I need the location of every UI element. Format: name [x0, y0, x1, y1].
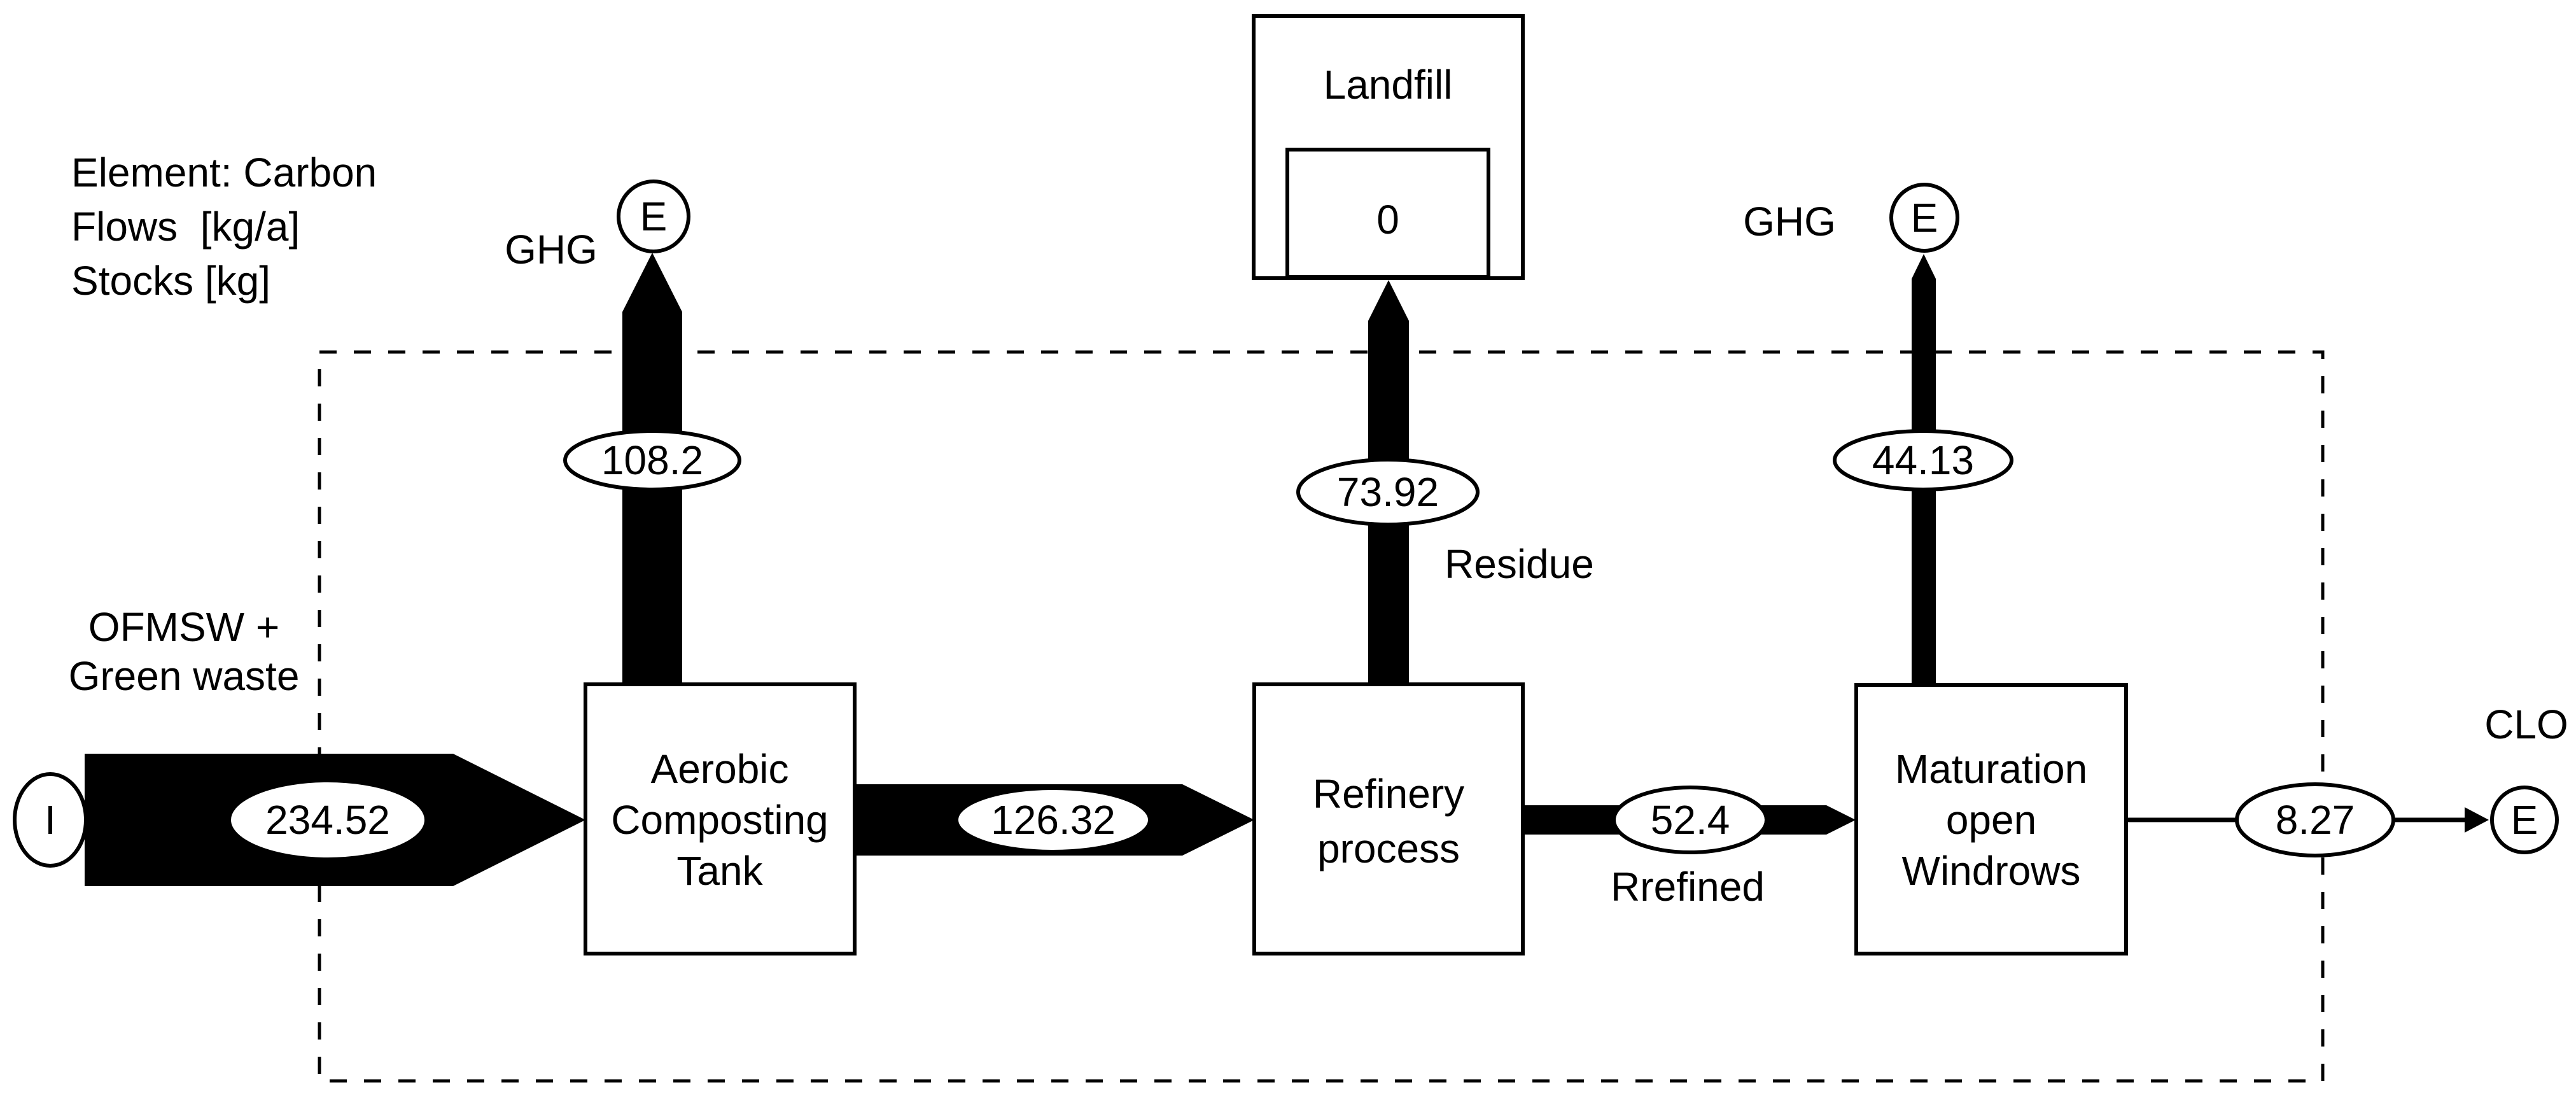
system-boundary: [318, 350, 2325, 1083]
legend-element-line: Element: Carbon: [71, 150, 377, 195]
aerobic-box-label-line2: Composting: [611, 797, 829, 843]
rrefined-flow-value: 52.4: [1651, 797, 1730, 843]
legend-flows-unit: Flows [kg/a]: [71, 204, 300, 250]
clo-flow-value: 8.27: [2276, 797, 2355, 843]
refinery-box-label-line2: process: [1317, 826, 1460, 871]
clo-flow-label: CLO: [2484, 702, 2568, 747]
value-ellipse-residue: [1296, 458, 1480, 526]
residue-flow-value: 73.92: [1337, 469, 1439, 515]
ghg-left-flow-value: 108.2: [601, 437, 703, 483]
process-box-maturation: [1854, 683, 2128, 955]
refinery-box-label-line1: Refinery: [1313, 771, 1464, 817]
value-ellipse-ghg-right: [1833, 429, 2013, 491]
import-flow-label-line2: Green waste: [69, 653, 300, 699]
value-ellipse-ghg-left: [563, 429, 741, 491]
maturation-box-label-line2: open: [1946, 797, 2036, 843]
ghg-left-label: GHG: [505, 227, 598, 272]
maturation-box-label-line3: Windrows: [1902, 848, 2081, 894]
aerobic-box-label-line3: Tank: [676, 848, 763, 894]
maturation-box-label-line1: Maturation: [1895, 746, 2087, 792]
import-flow-value: 234.52: [265, 797, 390, 843]
landfill-stock-value: 0: [1376, 197, 1399, 243]
import-flow-label-line1: OFMSW +: [88, 604, 279, 650]
export-marker-letter-ghg-right: E: [1911, 195, 1938, 241]
export-marker-circle-ghg-right: [1889, 183, 1959, 253]
value-ellipse-clo: [2235, 782, 2395, 857]
act-refinery-flow-value: 126.32: [991, 797, 1116, 843]
ghg-right-flow-value: 44.13: [1872, 437, 1974, 483]
value-ellipse-act-refinery: [955, 786, 1152, 854]
ghg-right-label: GHG: [1743, 199, 1836, 244]
process-box-aerobic-composting-tank: [584, 682, 857, 955]
legend-stocks-unit: Stocks [kg]: [71, 258, 270, 304]
flow-clo-arrowhead: [2465, 807, 2489, 833]
export-marker-circle-ghg-left: [617, 180, 690, 253]
import-marker-letter: I: [45, 797, 56, 843]
export-marker-letter-ghg-left: E: [640, 194, 668, 239]
import-marker-circle: [13, 772, 88, 868]
process-box-refinery: [1252, 682, 1525, 955]
value-ellipse-import: [227, 779, 428, 861]
value-ellipse-rrefined: [1612, 786, 1768, 854]
export-marker-letter-clo: E: [2511, 797, 2538, 843]
residue-flow-label: Residue: [1445, 541, 1594, 587]
landfill-label: Landfill: [1324, 62, 1453, 108]
rrefined-flow-label: Rrefined: [1611, 864, 1765, 910]
export-marker-circle-clo: [2490, 786, 2559, 854]
landfill-stock-box: [1285, 148, 1490, 279]
aerobic-box-label-line1: Aerobic: [651, 746, 789, 792]
